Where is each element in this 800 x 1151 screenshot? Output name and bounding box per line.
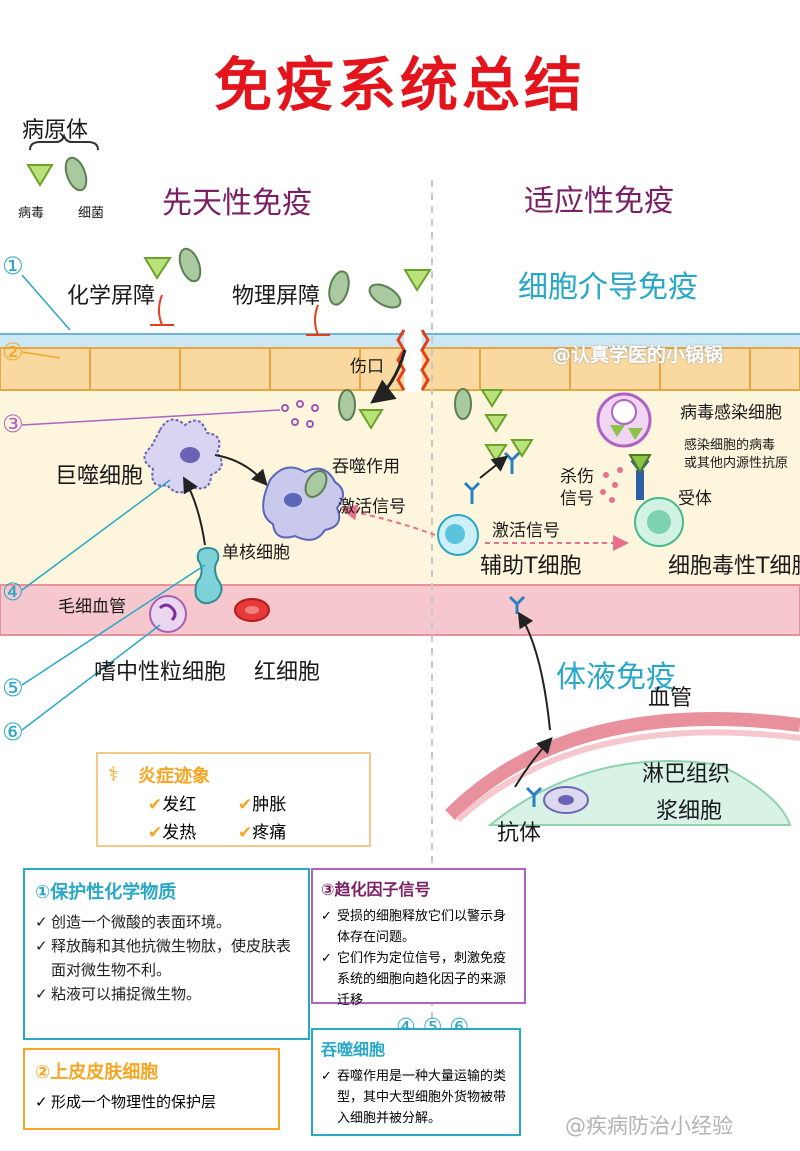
antibody-icon	[463, 481, 481, 504]
virus-icon	[510, 439, 534, 458]
capillary-label: 毛细血管	[58, 597, 126, 617]
virus-icon	[484, 444, 508, 463]
antibody-icon	[503, 451, 521, 474]
lymph-tissue-label: 淋巴组织	[642, 762, 731, 787]
info-box-4-item: 吞噬作用是一种大量运输的类型，其中大型细胞外货物被带入细胞并被分解。	[321, 1066, 511, 1129]
number-4: ④	[2, 578, 24, 606]
info-box-1-item: 创造一个微酸的表面环境。	[35, 910, 298, 934]
antibody-icon	[525, 786, 543, 807]
virus-icon	[480, 389, 504, 408]
pathogen-title: 病原体	[22, 118, 89, 143]
phagocyte-cell	[262, 466, 344, 541]
number-2: ②	[2, 338, 24, 366]
receptor-icon	[636, 470, 644, 500]
virus-legend-icon	[26, 164, 54, 187]
info-box-3-item: 它们作为定位信号，刺激免疫系统的细胞向趋化因子的来源迁移	[321, 948, 516, 1011]
antibody-label: 抗体	[497, 821, 542, 846]
antibody-icon	[508, 595, 526, 614]
antigen-icon	[628, 454, 652, 474]
adaptive-immunity-title: 适应性免疫	[524, 184, 674, 219]
watermark-top: @认真学医的小锅锅	[552, 344, 724, 366]
activation-signal-left-label: 激活信号	[338, 497, 406, 517]
virus-icon	[358, 409, 384, 430]
epithelial-cell-dividers	[89, 348, 751, 390]
watermark-bottom: @疾病防治小经验	[565, 1114, 733, 1138]
number-5: ⑤	[2, 674, 24, 702]
info-box-phagocytes: 吞噬细胞 吞噬作用是一种大量运输的类型，其中大型细胞外货物被带入细胞并被分解。	[311, 1028, 521, 1136]
engulfed-bacteria-icon	[304, 470, 328, 498]
capillary-vessel	[0, 584, 800, 636]
virus-icon	[484, 414, 508, 433]
bacteria-icon	[178, 247, 202, 283]
activation-signal-right-label: 激活信号	[492, 521, 560, 541]
tissue-layer	[0, 390, 800, 590]
virus-icon	[143, 257, 172, 280]
humoral-title: 体液免疫	[556, 660, 676, 695]
monocyte-cell	[194, 546, 223, 605]
info-box-chemokine-signal: ③趋化因子信号 受损的细胞释放它们以警示身体存在问题。 它们作为定位信号，刺激免…	[311, 868, 526, 1008]
neutrophil-label: 嗜中性粒细胞	[94, 660, 227, 685]
virus-icon	[403, 269, 432, 292]
bacteria-icon	[338, 389, 356, 421]
antigen-desc-line1: 感染细胞的病毒	[684, 438, 776, 453]
bacteria-icon	[368, 283, 402, 309]
cell-mediated-title: 细胞介导免疫	[518, 270, 698, 305]
blood-vessel-label: 血管	[648, 686, 693, 711]
info-box-1-item: 粘液可以捕捉微生物。	[35, 982, 298, 1006]
info-box-2-title: ②上皮皮肤细胞	[35, 1062, 159, 1083]
receptor-label: 受体	[678, 489, 712, 509]
virus-label: 病毒	[18, 206, 45, 221]
bacteria-label: 细菌	[78, 206, 105, 221]
inflammation-box: ⚕ 炎症迹象 ✔发红 ✔肿胀 ✔发热 ✔疼痛	[96, 752, 371, 847]
info-box-epithelial-cells: ②上皮皮肤细胞 形成一个物理性的保护层	[23, 1048, 280, 1130]
info-box-4-title: 吞噬细胞	[321, 1040, 386, 1059]
innate-immunity-title: 先天性免疫	[162, 186, 312, 221]
macrophage-label: 巨噬细胞	[55, 464, 144, 489]
bacteria-icon	[328, 270, 350, 306]
virus-infected-cell-label: 病毒感染细胞	[680, 403, 782, 423]
info-box-3-title: ③趋化因子信号	[321, 880, 431, 899]
inflammation-item-swelling: ✔肿胀	[238, 795, 287, 815]
physical-barrier-inhibit	[306, 304, 330, 336]
info-box-1-title: ①保护性化学物质	[35, 882, 177, 903]
info-box-3-item: 受损的细胞释放它们以警示身体存在问题。	[321, 906, 516, 948]
red-blood-cell-label: 红细胞	[254, 660, 321, 685]
bacteria-icon	[454, 388, 472, 420]
kill-signal-label-1: 杀伤	[560, 467, 594, 487]
number-3: ③	[2, 410, 24, 438]
number-1: ①	[2, 252, 24, 280]
kill-signal-label-2: 信号	[560, 489, 594, 509]
callout-lines	[21, 274, 281, 731]
info-box-2-item: 形成一个物理性的保护层	[35, 1090, 268, 1114]
plasma-cell-label: 浆细胞	[656, 799, 723, 824]
brace-icon	[29, 132, 99, 151]
kill-signal-dots	[600, 467, 623, 503]
inflammation-title: 炎症迹象	[138, 766, 210, 787]
phagocytosis-label: 吞噬作用	[332, 457, 400, 477]
antigen-desc-line2: 或其他内源性抗原	[684, 456, 789, 471]
info-box-1-item: 释放酶和其他抗微生物肽，使皮肤表面对微生物不利。	[35, 934, 298, 982]
bacteria-legend-icon	[64, 156, 88, 192]
inflammation-item-redness: ✔发红	[148, 795, 197, 815]
physical-barrier-label: 物理屏障	[232, 284, 321, 309]
chemical-barrier-label: 化学屏障	[67, 284, 156, 309]
monocyte-label: 单核细胞	[222, 543, 290, 563]
number-6: ⑥	[2, 718, 24, 746]
helper-t-label: 辅助T细胞	[480, 554, 582, 579]
neutrophil-cell	[149, 595, 187, 633]
inflammation-item-fever: ✔发热	[148, 823, 197, 843]
info-box-protective-chemicals: ①保护性化学物质 创造一个微酸的表面环境。 释放酶和其他抗微生物肽，使皮肤表面对…	[23, 868, 310, 1040]
wound-label: 伤口	[350, 357, 384, 377]
inflammation-item-pain: ✔疼痛	[238, 823, 287, 843]
cytotoxic-t-label: 细胞毒性T细胞	[668, 554, 800, 579]
wound-gap	[404, 330, 422, 392]
chemokine-dots	[281, 400, 319, 428]
blood-vessel-arc	[445, 712, 800, 820]
page-title: 免疫系统总结	[213, 51, 586, 119]
inflammation-icon: ⚕	[108, 762, 119, 786]
chemical-barrier-inhibit	[150, 294, 174, 326]
